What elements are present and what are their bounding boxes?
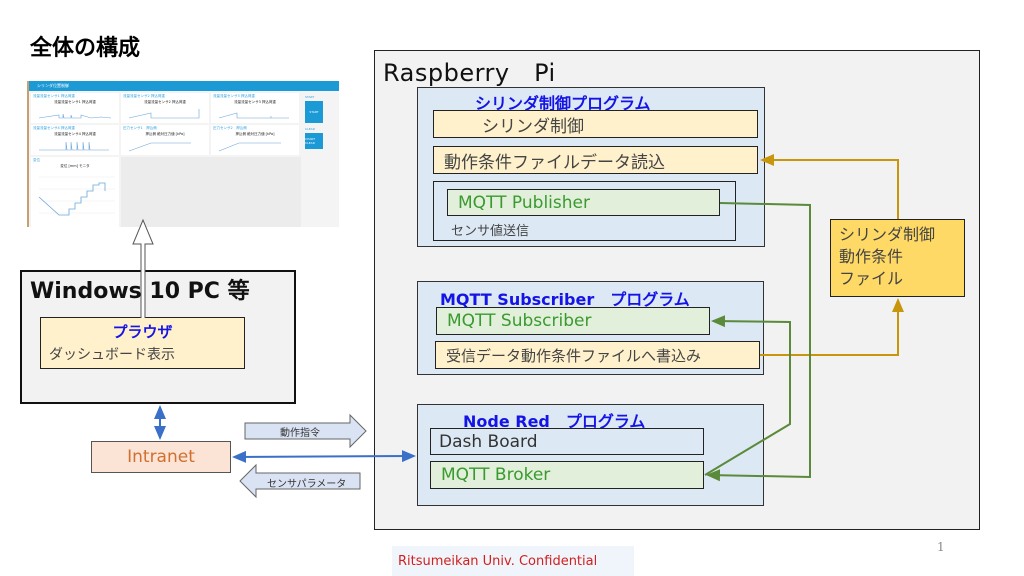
condition-file-line: ファイル bbox=[839, 269, 904, 288]
sensor-parameter-label: センサパラメータ bbox=[267, 479, 347, 490]
clear-label: CLEAR bbox=[305, 127, 315, 131]
mqtt-broker-box: MQTT Broker bbox=[430, 461, 704, 489]
dashboard-card: 流量流量センサ2 押込荷重 流量流量センサ2 押込荷重 bbox=[121, 93, 209, 123]
cylinder-program-title: シリンダ制御プログラム bbox=[475, 94, 651, 113]
chart-clear-button[interactable]: CHART CLEAR bbox=[305, 133, 323, 149]
browser-box: プラウザ ダッシュボード表示 bbox=[40, 317, 245, 369]
mqtt-publisher-box: MQTT Publisher bbox=[447, 189, 720, 216]
raspberry-pi-title: Raspberry Pi bbox=[383, 59, 556, 87]
page-number: 1 bbox=[937, 540, 945, 554]
subscriber-program-title: MQTT Subscriber プログラム bbox=[440, 290, 690, 309]
write-condition-file-box: 受信データ動作条件ファイルへ書込み bbox=[435, 341, 760, 369]
dashboard-card: 圧力センサ1 押込側 押込側 絶対圧力値 [kPa] bbox=[121, 125, 209, 155]
command-label: 動作指令 bbox=[280, 428, 320, 439]
mqtt-subscriber-box: MQTT Subscriber bbox=[436, 307, 710, 335]
dashboard-box: Dash Board bbox=[430, 428, 704, 455]
dashboard-header: シリンダ位置制御 bbox=[29, 81, 339, 91]
dashboard-card: 変位 変位 [mm] モニタ bbox=[31, 157, 119, 227]
node-red-program-title: Node Red プログラム bbox=[463, 412, 646, 431]
intranet-box: Intranet bbox=[91, 441, 231, 473]
condition-file-line: 動作条件 bbox=[839, 247, 904, 266]
confidential-label: Ritsumeikan Univ. Confidential bbox=[392, 546, 634, 576]
dashboard-card: 圧力センサ2 押込側 押込側 絶対圧力値 [kPa] bbox=[211, 125, 299, 155]
browser-title: プラウザ bbox=[112, 323, 173, 341]
dashboard-card: 流量流量センサ4 押込荷重 流量流量センサ4 押込荷重 bbox=[31, 125, 119, 155]
dashboard-card: 流量流量センサ3 押込荷重 流量流量センサ3 押込荷重 bbox=[211, 93, 299, 123]
start-button[interactable]: START bbox=[305, 101, 323, 123]
start-label: START bbox=[305, 95, 315, 99]
condition-file-line: シリンダ制御 bbox=[839, 225, 936, 244]
dashboard-thumbnail: シリンダ位置制御 流量流量センサ1 押込荷重 流量流量センサ1 押込荷重 流量流… bbox=[27, 81, 339, 227]
browser-caption: ダッシュボード表示 bbox=[49, 347, 175, 363]
condition-file-box: シリンダ制御 動作条件 ファイル bbox=[830, 219, 965, 297]
cylinder-control-box: シリンダ制御 bbox=[433, 110, 758, 138]
read-condition-file-box: 動作条件ファイルデータ読込 bbox=[433, 146, 758, 174]
publisher-caption: センサ値送信 bbox=[451, 224, 530, 239]
windows-pc-title: Windows 10 PC 等 bbox=[30, 279, 250, 304]
dashboard-card: 流量流量センサ1 押込荷重 流量流量センサ1 押込荷重 bbox=[31, 93, 119, 123]
slide-title: 全体の構成 bbox=[30, 36, 141, 61]
